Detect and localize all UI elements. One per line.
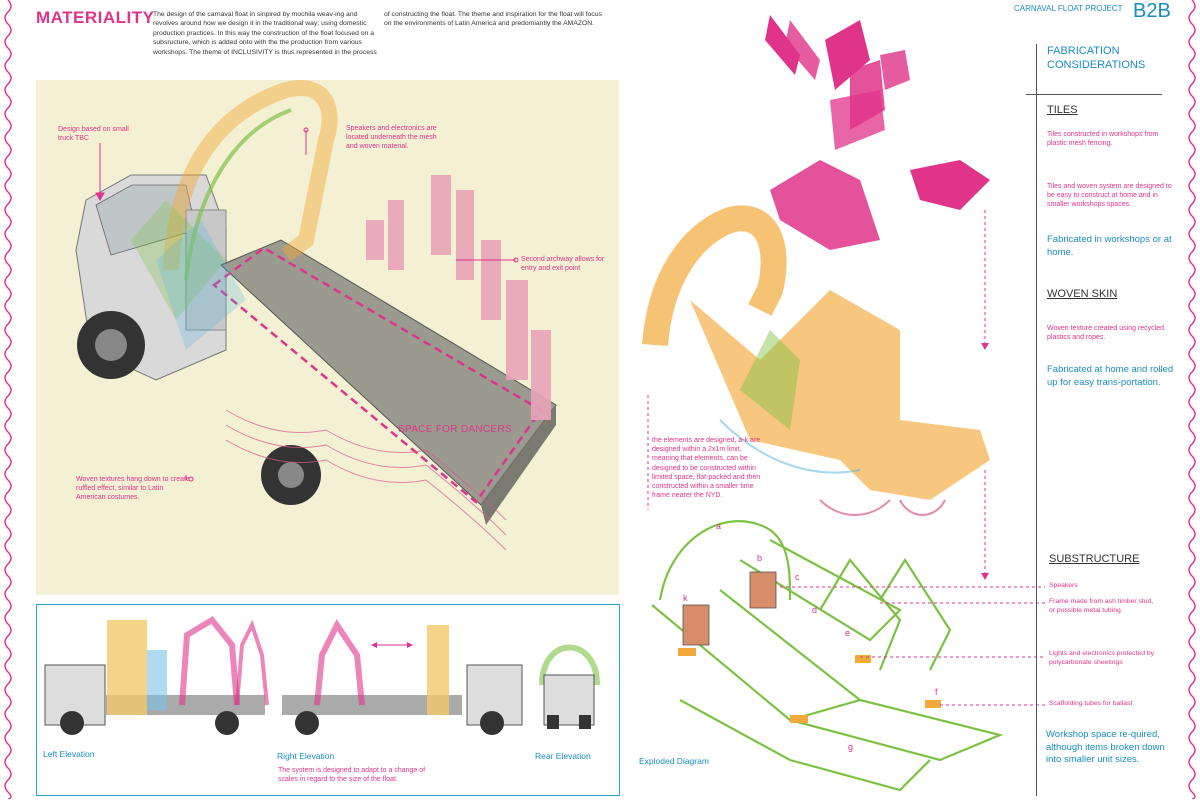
page-title: MATERIALITY bbox=[36, 8, 155, 27]
left-wavy-border bbox=[4, 0, 12, 799]
element-letter-f: f bbox=[935, 687, 938, 697]
woven-skin-drawing bbox=[642, 205, 990, 516]
elevation-note: The system is designed to adapt to a cha… bbox=[278, 767, 426, 783]
right-elevation-drawing bbox=[282, 619, 523, 735]
project-code: B2B bbox=[1133, 0, 1171, 22]
annotation-speakers: Speakers and electronics are located und… bbox=[346, 125, 437, 150]
left-elevation-drawing bbox=[44, 616, 269, 735]
truck-cab bbox=[75, 174, 321, 505]
annotation-leaders bbox=[95, 127, 519, 482]
tiles-text-2: Tiles and woven system are designed to b… bbox=[1047, 183, 1172, 209]
space-for-dancers-label: SPACE FOR DANCERS bbox=[398, 424, 512, 435]
exploded-boxes bbox=[678, 571, 941, 723]
fabrication-heading: FABRICATION CONSIDERATIONS bbox=[1047, 45, 1146, 71]
woven-skin-text: Woven texture created using recycled pla… bbox=[1047, 325, 1164, 342]
intro-text-column-2: of constructing the float. The theme and… bbox=[384, 11, 602, 28]
annotation-truck: Design based on small truck TBC bbox=[58, 126, 129, 142]
substructure-heading: SUBSTRUCTURE bbox=[1049, 553, 1140, 565]
annotation-archway: Second archway allows for entry and exit… bbox=[521, 256, 605, 272]
element-letter-k: k bbox=[683, 593, 688, 603]
annotation-lights: Lights and electronics protected by poly… bbox=[1049, 650, 1155, 666]
tiles-text-1: Tiles constructed in workshops from plas… bbox=[1047, 131, 1159, 148]
left-elevation-label: Left Elevation bbox=[43, 749, 95, 759]
right-elevation-label: Right Elevation bbox=[277, 751, 335, 761]
tiles-fabrication-note: Fabricated in workshops or at home. bbox=[1047, 234, 1172, 258]
exploded-diagram-label: Exploded Diagram bbox=[639, 756, 709, 766]
tiles-heading: TILES bbox=[1047, 104, 1078, 116]
right-wavy-border bbox=[1188, 0, 1196, 799]
element-letter-a: a bbox=[716, 521, 722, 531]
elevations-drawing bbox=[44, 616, 600, 735]
annotation-woven: Woven textures hang down to create ruffl… bbox=[76, 476, 190, 501]
element-letter-g: g bbox=[848, 742, 854, 752]
archway-mesh bbox=[131, 80, 338, 350]
element-letter-c: c bbox=[795, 572, 800, 582]
annotation-speakers-sub: Speakers bbox=[1049, 582, 1078, 589]
sidebar-divider bbox=[1036, 44, 1037, 796]
woven-skin-heading: WOVEN SKIN bbox=[1047, 288, 1118, 300]
elevations-panel: Left Elevation Right Elevation Rear Elev… bbox=[36, 604, 620, 796]
float-perspective-drawing bbox=[75, 80, 557, 551]
element-letter-d: d bbox=[812, 605, 818, 615]
main-perspective-panel: Design based on small truck TBC Speakers… bbox=[36, 80, 619, 595]
intro-text-column-1: The design of the carnaval float in sinp… bbox=[153, 11, 377, 56]
rear-elevation-drawing bbox=[539, 644, 600, 729]
exploded-substructure-drawing bbox=[651, 520, 1004, 792]
substructure-fabrication-note: Workshop space re-quired, although items… bbox=[1046, 729, 1165, 765]
element-letter-e: e bbox=[845, 628, 851, 638]
element-letter-b: b bbox=[757, 553, 763, 563]
exploded-leaders bbox=[647, 210, 1045, 706]
woven-ruffles bbox=[225, 409, 507, 551]
project-title: CARNAVAL FLOAT PROJECT bbox=[1014, 4, 1123, 13]
exploded-leader-heads bbox=[981, 343, 989, 580]
annotation-frame: Frame made from ash timber stud, or poss… bbox=[1049, 598, 1154, 614]
tile-columns bbox=[366, 175, 551, 420]
woven-skin-fabrication-note: Fabricated at home and rolled up for eas… bbox=[1047, 364, 1174, 388]
elements-design-note: the elements are designed, a-k are desig… bbox=[652, 437, 761, 500]
tiles-drawing bbox=[765, 15, 990, 250]
annotation-scaffolding: Scaffolding tubes for ballast bbox=[1049, 700, 1133, 707]
rear-elevation-label: Rear Elevation bbox=[535, 751, 591, 761]
sidebar-rule bbox=[1026, 94, 1162, 95]
